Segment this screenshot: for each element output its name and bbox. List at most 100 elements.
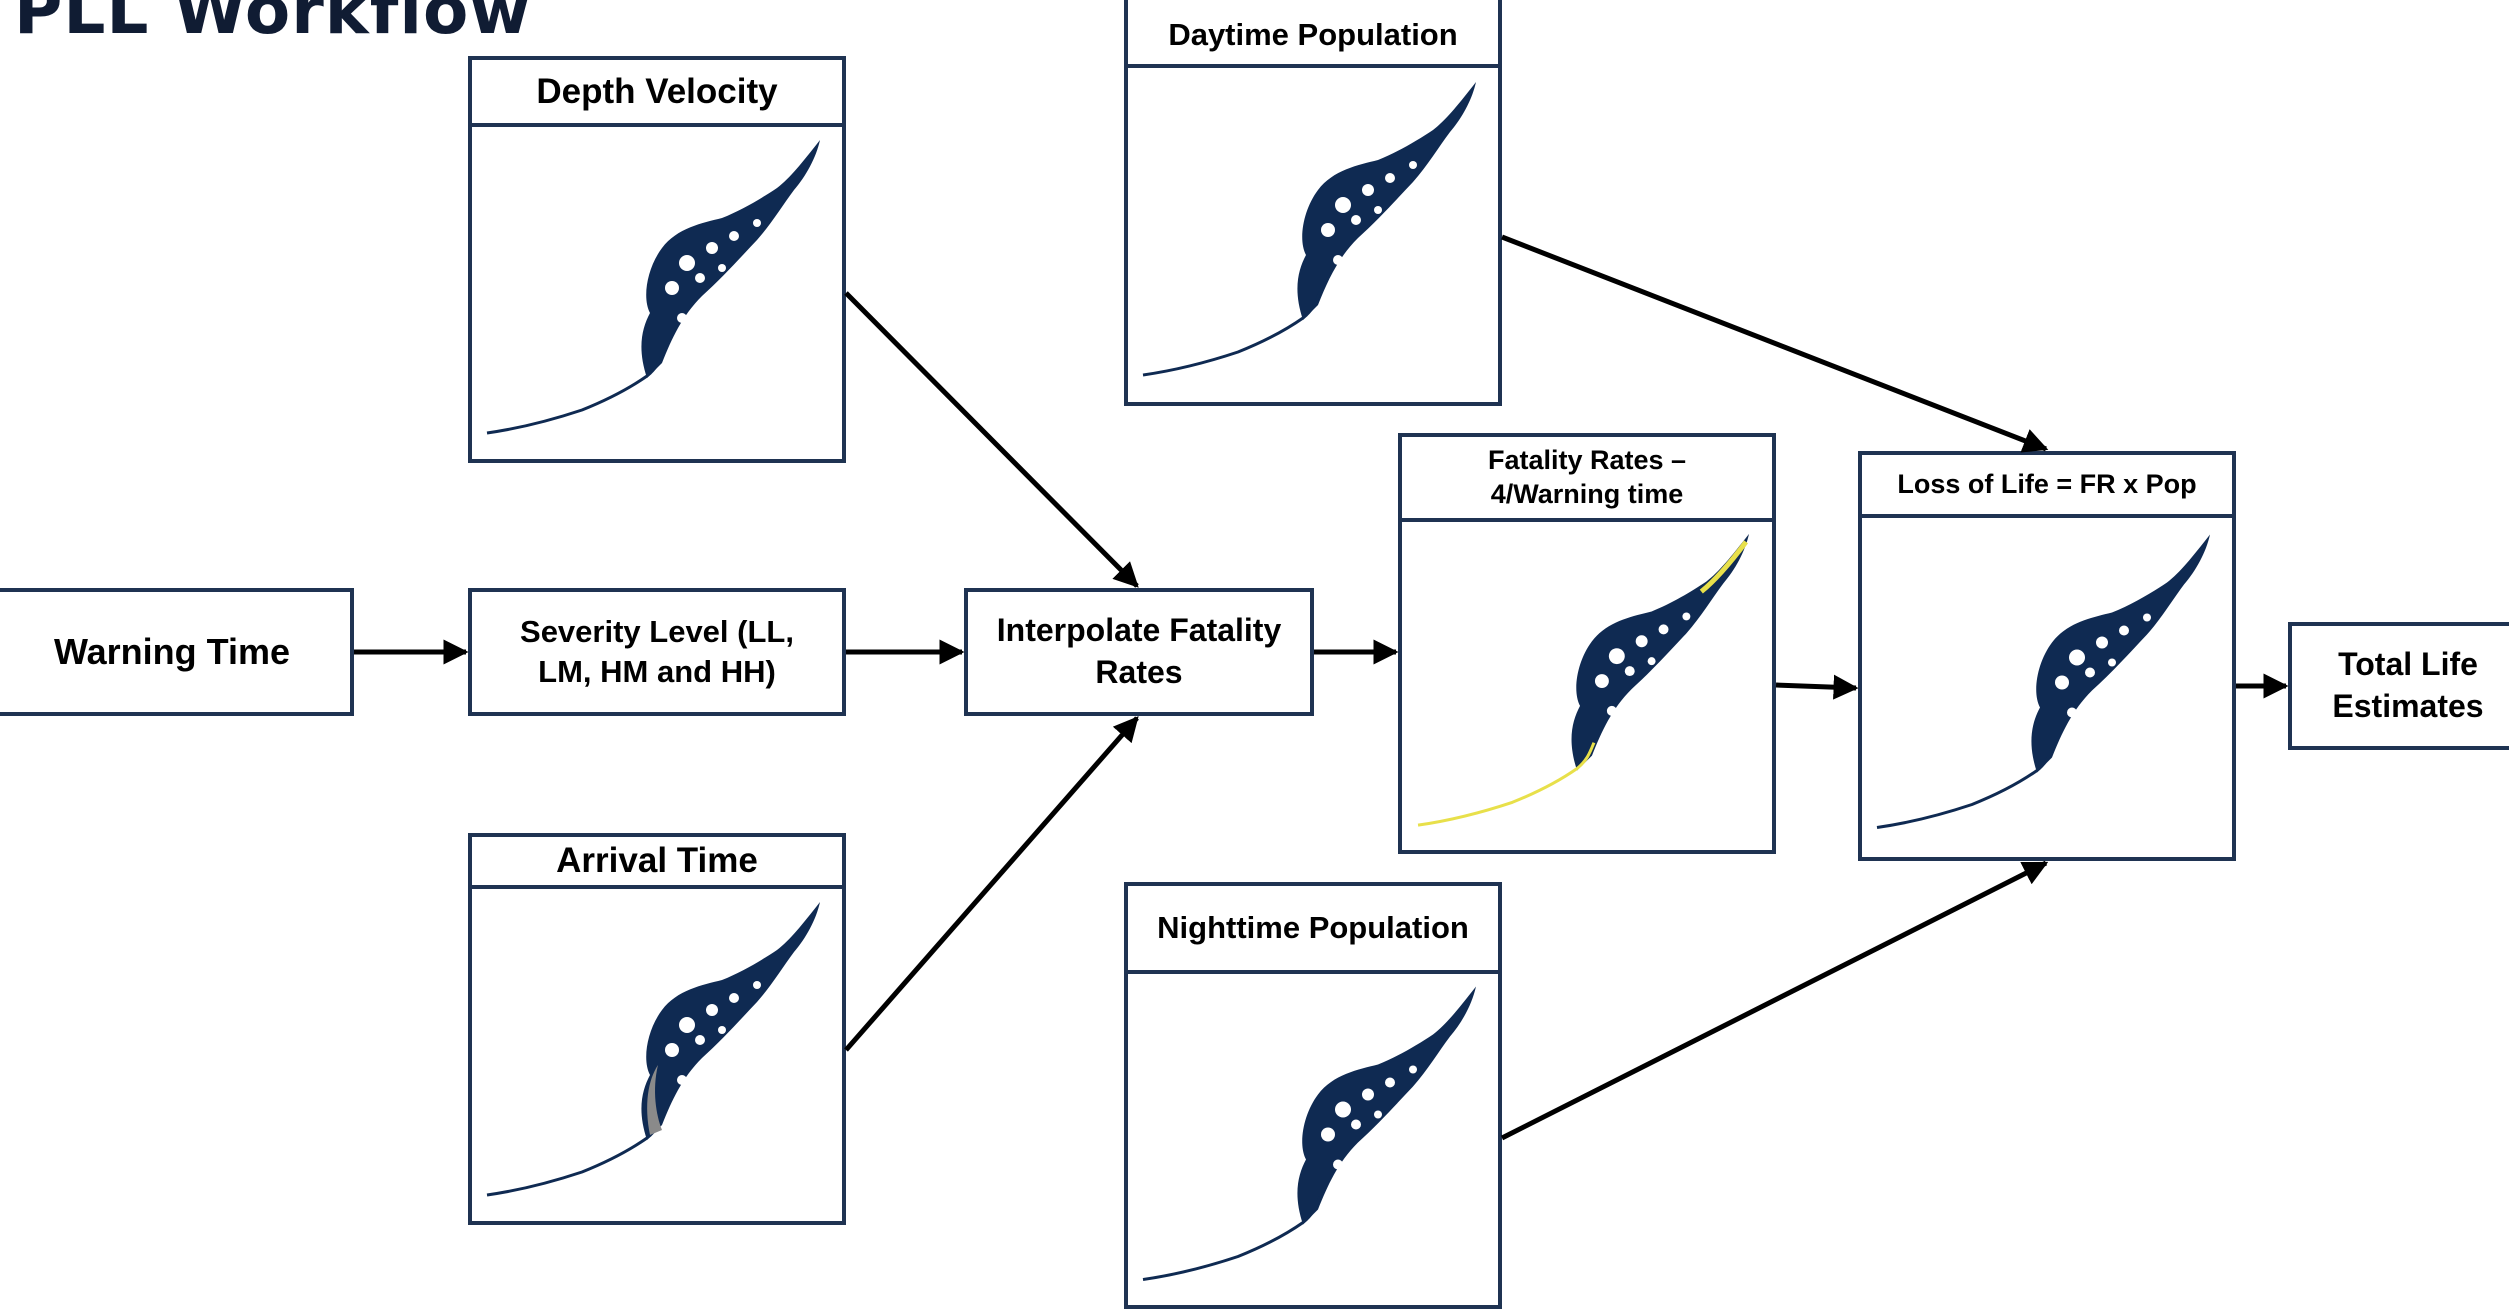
- flood-map-graphic: [486, 902, 820, 1197]
- map-gap: [2119, 625, 2129, 636]
- map-gap: [1409, 1065, 1417, 1074]
- map-gap: [1608, 648, 1625, 665]
- map-gap: [1594, 674, 1609, 688]
- inundation-area: [2031, 534, 2210, 773]
- map-gap: [1321, 1127, 1335, 1142]
- nighttime-population-panel: Nighttime Population: [1124, 882, 1502, 1309]
- map-gap: [1682, 612, 1691, 621]
- arrival-time-map: [472, 889, 842, 1221]
- map-gap: [718, 264, 726, 272]
- map-gap: [706, 242, 718, 254]
- arrival-time-title: Arrival Time: [472, 837, 842, 889]
- map-gap: [1385, 173, 1395, 183]
- map-gap: [2067, 707, 2077, 718]
- map-gap: [1351, 1119, 1361, 1130]
- inundation-area: [1297, 986, 1476, 1225]
- interpolate-fatality-label: Interpolate Fatality Rates: [996, 612, 1282, 690]
- fatality-highlight: [1699, 540, 1749, 594]
- map-gap: [695, 273, 705, 283]
- warning-time-node: Warning Time: [0, 588, 354, 716]
- inundation-area: [1297, 82, 1476, 320]
- inundation-area: [641, 140, 820, 378]
- severity-level-label: Severity Level (LL, LM, HM and HH): [520, 613, 794, 689]
- flood-map-graphic: [1876, 534, 2210, 829]
- map-gap: [677, 1075, 687, 1085]
- fatality-rates-title: Fatality Rates – 4/Warning time: [1402, 437, 1772, 522]
- map-gap: [665, 1043, 679, 1057]
- map-gap: [2069, 649, 2085, 666]
- map-gap: [1335, 1101, 1351, 1118]
- nighttime-population-map: [1128, 974, 1498, 1305]
- river-channel: [1142, 1195, 1322, 1281]
- depth-velocity-panel: Depth Velocity: [468, 56, 846, 463]
- map-gap: [2055, 675, 2069, 690]
- arrow-arrival-to-interpolate: [844, 716, 1139, 1052]
- daytime-population-map: [1128, 68, 1498, 402]
- map-gap: [1374, 1110, 1382, 1119]
- page-title: PLL Workflow: [14, 0, 532, 49]
- arrow-daytime-to-loss: [1501, 234, 2049, 453]
- map-gap: [1658, 624, 1669, 635]
- map-gap: [679, 255, 695, 271]
- depth-velocity-title: Depth Velocity: [472, 60, 842, 127]
- loss-of-life-panel: Loss of Life = FR x Pop: [1858, 451, 2236, 861]
- loss-of-life-title: Loss of Life = FR x Pop: [1862, 455, 2232, 518]
- map-gap: [753, 981, 761, 989]
- daytime-population-title: Daytime Population: [1128, 0, 1498, 68]
- map-gap: [2108, 658, 2116, 667]
- total-life-estimates-node: Total Life Estimates: [2288, 622, 2509, 750]
- flood-map-graphic: [1417, 533, 1750, 827]
- inundation-area: [1571, 533, 1750, 771]
- map-gap: [679, 1017, 695, 1033]
- flood-map-graphic: [486, 140, 820, 435]
- flood-map-graphic: [1142, 82, 1476, 377]
- river-channel: [486, 349, 666, 435]
- map-gap: [1606, 705, 1617, 716]
- arrow-fatality-to-loss: [1775, 674, 1859, 700]
- map-gap: [1624, 666, 1635, 677]
- map-gap: [1362, 184, 1374, 196]
- map-gap: [1351, 215, 1361, 225]
- arrow-depth-to-interpolate: [844, 291, 1139, 588]
- map-gap: [2096, 636, 2108, 649]
- warning-time-label: Warning Time: [53, 630, 291, 672]
- loss-of-life-map: [1862, 518, 2232, 857]
- map-gap: [718, 1026, 726, 1034]
- map-gap: [2143, 613, 2151, 622]
- river-channel: [1876, 743, 2056, 829]
- arrival-time-panel: Arrival Time: [468, 833, 846, 1225]
- depth-velocity-map: [472, 127, 842, 459]
- map-gap: [753, 219, 761, 227]
- map-gap: [1333, 1159, 1343, 1170]
- map-gap: [1647, 657, 1656, 666]
- map-gap: [1333, 255, 1343, 265]
- map-gap: [1362, 1088, 1374, 1101]
- map-gap: [695, 1035, 705, 1045]
- river-channel: [1142, 291, 1322, 377]
- fatality-rates-panel: Fatality Rates – 4/Warning time: [1398, 433, 1776, 854]
- map-gap: [1335, 197, 1351, 213]
- interpolate-fatality-node: Interpolate Fatality Rates: [964, 588, 1314, 716]
- map-gap: [729, 993, 739, 1003]
- map-gap: [729, 231, 739, 241]
- severity-level-node: Severity Level (LL, LM, HM and HH): [468, 588, 846, 716]
- daytime-population-panel: Daytime Population: [1124, 0, 1502, 406]
- map-gap: [677, 313, 687, 323]
- river-channel: [1417, 742, 1596, 827]
- total-life-estimates-label: Total Life Estimates: [2332, 646, 2484, 724]
- fatality-rates-map: [1402, 522, 1772, 850]
- map-gap: [1409, 161, 1417, 169]
- map-gap: [1321, 223, 1335, 237]
- map-gap: [665, 281, 679, 295]
- arrival-shading: [647, 1065, 662, 1135]
- inundation-area: [641, 902, 820, 1140]
- map-gap: [1385, 1077, 1395, 1088]
- map-gap: [2085, 667, 2095, 678]
- arrow-nighttime-to-loss: [1500, 860, 2049, 1141]
- map-gap: [1374, 206, 1382, 214]
- map-gap: [706, 1004, 718, 1016]
- flood-map-graphic: [1142, 986, 1476, 1281]
- nighttime-population-title: Nighttime Population: [1128, 886, 1498, 974]
- map-gap: [1635, 635, 1648, 648]
